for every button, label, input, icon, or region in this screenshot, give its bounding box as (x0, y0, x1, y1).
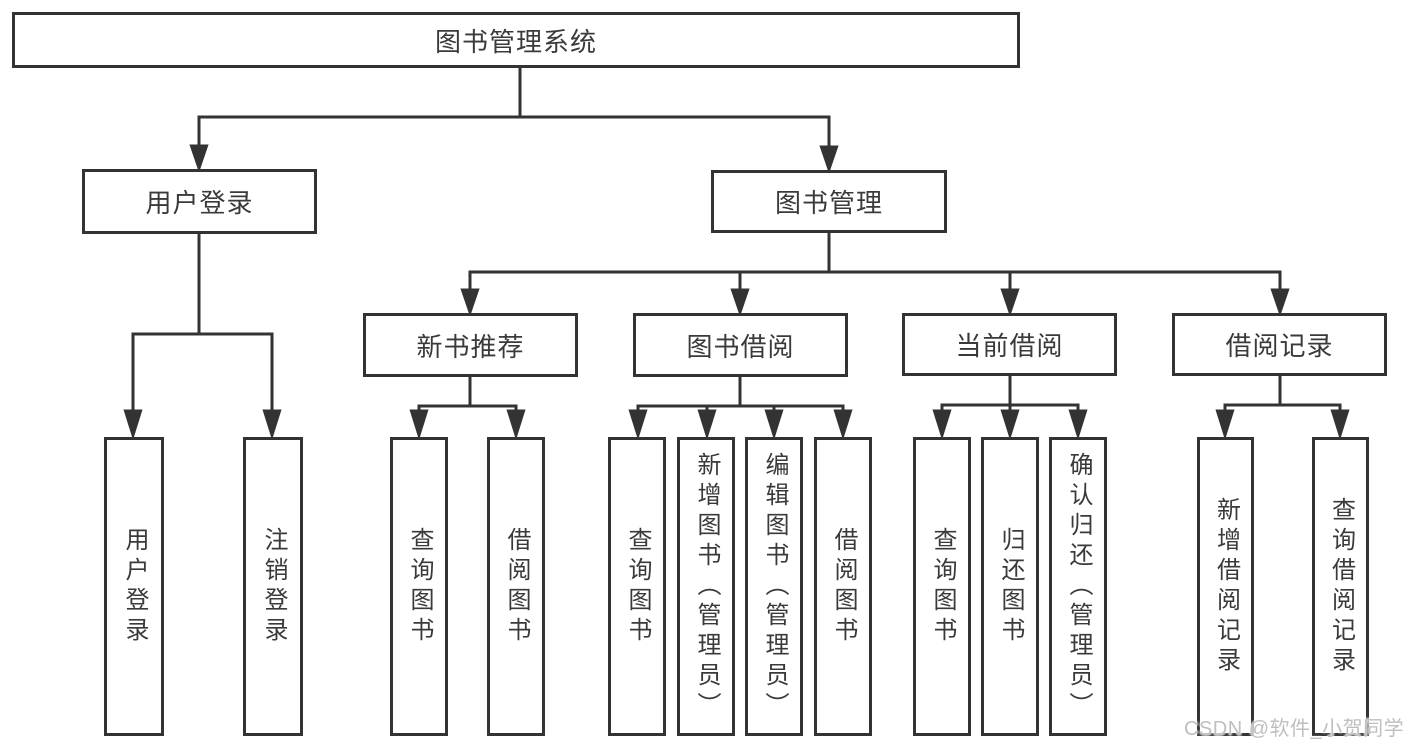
leaf-query-books-current: 查询图书 (913, 437, 971, 736)
leaf-logout: 注销登录 (243, 437, 303, 736)
leaf-edit-books-admin: 编辑图书（管理员） (745, 437, 803, 736)
leaf-user-login: 用户登录 (104, 437, 164, 736)
node-borrowing-records: 借阅记录 (1172, 313, 1387, 376)
node-new-book-recommend: 新书推荐 (363, 313, 578, 377)
watermark: CSDN @软件_小贺同学 (1184, 718, 1405, 740)
leaf-query-borrow-record: 查询借阅记录 (1312, 437, 1369, 736)
node-book-borrowing: 图书借阅 (633, 313, 848, 377)
leaf-add-borrow-record: 新增借阅记录 (1197, 437, 1254, 736)
leaf-borrow-books-recommend: 借阅图书 (487, 437, 545, 736)
leaf-borrow-books: 借阅图书 (814, 437, 872, 736)
node-user-login: 用户登录 (82, 169, 317, 234)
leaf-return-books: 归还图书 (981, 437, 1039, 736)
node-library-system: 图书管理系统 (12, 12, 1020, 68)
leaf-query-books-borrowing: 查询图书 (608, 437, 666, 736)
node-current-borrowing: 当前借阅 (902, 313, 1117, 376)
leaf-confirm-return-admin: 确认归还（管理员） (1049, 437, 1107, 736)
leaf-add-books-admin: 新增图书（管理员） (677, 437, 735, 736)
leaf-query-books-recommend: 查询图书 (390, 437, 448, 736)
node-book-management: 图书管理 (711, 170, 947, 233)
